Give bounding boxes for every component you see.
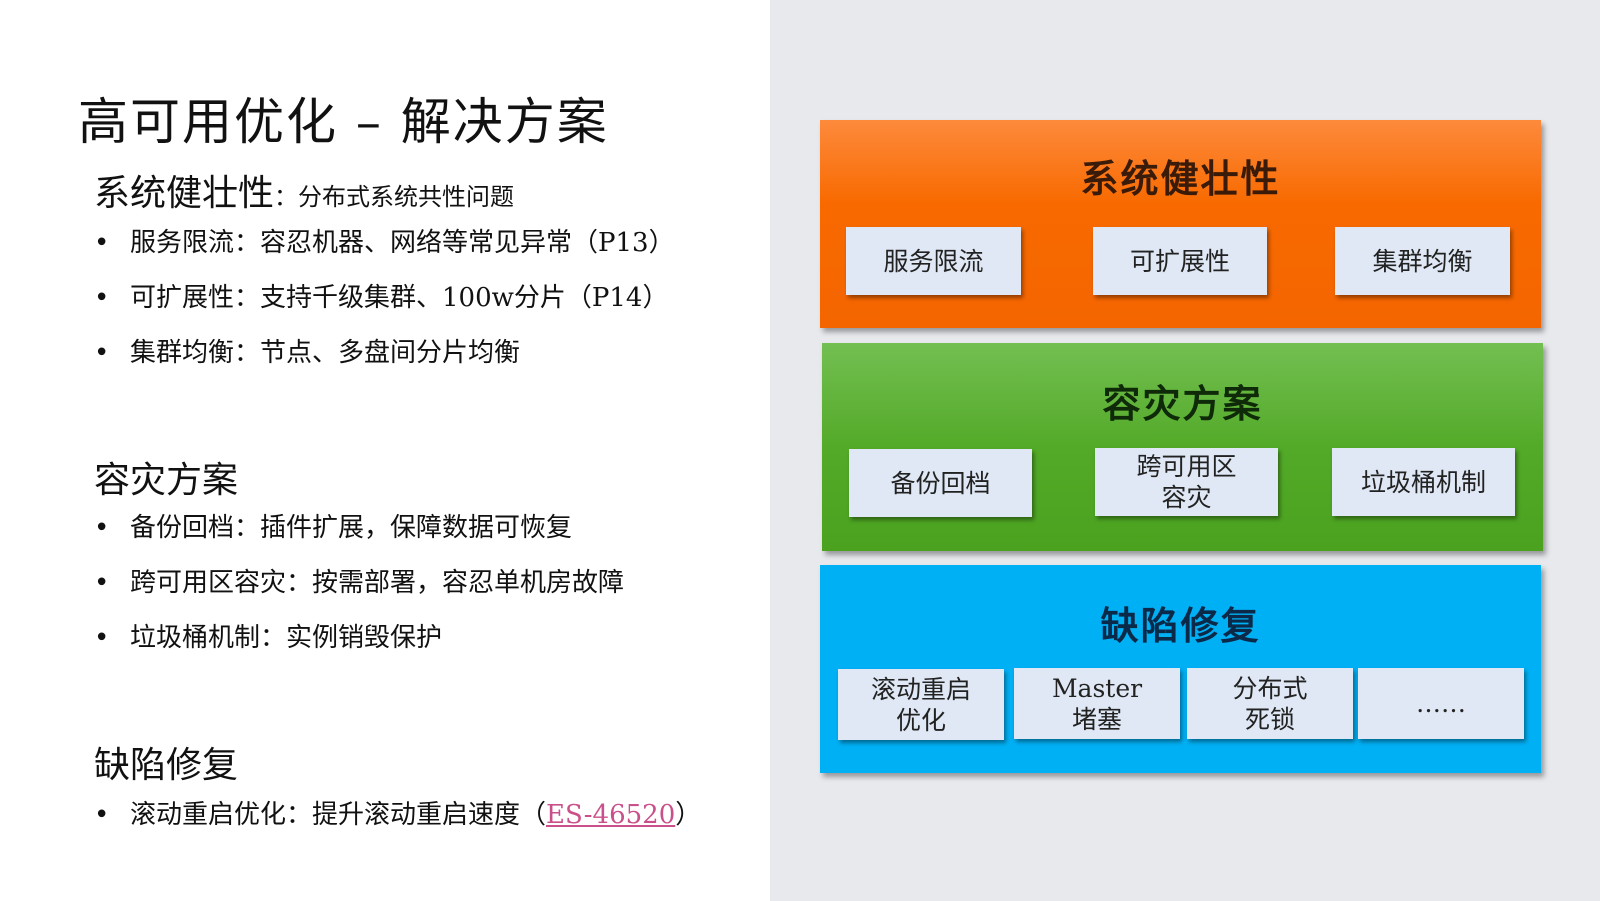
diagram-box: 集群均衡 [1335, 227, 1510, 295]
panel-disaster-recovery: 容灾方案 备份回档 跨可用区 容灾 垃圾桶机制 [822, 343, 1543, 551]
panel-robustness: 系统健壮性 服务限流 可扩展性 集群均衡 [820, 120, 1541, 328]
bullet-item: •垃圾桶机制：实例销毁保护 [94, 623, 443, 653]
bullet-text: 集群均衡：节点、多盘间分片均衡 [130, 338, 521, 368]
bullet-item: •集群均衡：节点、多盘间分片均衡 [94, 338, 521, 368]
panel-title: 缺陷修复 [1100, 603, 1261, 648]
heading-subtitle: ：分布式系统共性问题 [274, 183, 515, 211]
panel-title: 系统健壮性 [1080, 156, 1281, 201]
diagram-box: 滚动重启 优化 [838, 669, 1004, 740]
bullet-text: 跨可用区容灾：按需部署，容忍单机房故障 [130, 568, 625, 598]
bullet-item: •备份回档：插件扩展，保障数据可恢复 [94, 513, 573, 543]
bullet-text: 备份回档：插件扩展，保障数据可恢复 [130, 513, 573, 543]
diagram-box: …… [1358, 668, 1524, 739]
heading-text: 系统健壮性 [94, 173, 275, 214]
bullet-item: •服务限流：容忍机器、网络等常见异常（P13） [94, 228, 675, 258]
diagram-box: 备份回档 [849, 449, 1032, 517]
bullet-text-end: ） [675, 800, 702, 830]
bullet-item: •滚动重启优化：提升滚动重启速度（ES-46520） [94, 800, 702, 830]
bullet-text: 垃圾桶机制：实例销毁保护 [130, 623, 443, 653]
diagram-box: 服务限流 [846, 227, 1021, 295]
diagram-box: 可扩展性 [1093, 227, 1267, 295]
bullet-text: 滚动重启优化：提升滚动重启速度（ [130, 800, 547, 830]
bullet-text: 可扩展性：支持千级集群、100w分片（P14） [130, 283, 669, 313]
bullet-text: 服务限流：容忍机器、网络等常见异常（P13） [130, 228, 675, 258]
section-heading-robustness: 系统健壮性：分布式系统共性问题 [94, 164, 514, 216]
diagram-box: 垃圾桶机制 [1332, 448, 1515, 516]
page-title: 高可用优化 – 解决方案 [78, 93, 609, 151]
panel-title: 容灾方案 [1102, 381, 1263, 426]
bullet-item: •跨可用区容灾：按需部署，容忍单机房故障 [94, 568, 625, 598]
diagram-box: Master 堵塞 [1014, 668, 1180, 739]
section-heading-disaster-recovery: 容灾方案 [94, 460, 239, 501]
diagram-box: 跨可用区 容灾 [1095, 448, 1278, 516]
issue-link[interactable]: ES-46520 [546, 800, 676, 830]
bullet-item: •可扩展性：支持千级集群、100w分片（P14） [94, 283, 669, 313]
panel-bug-fix: 缺陷修复 滚动重启 优化 Master 堵塞 分布式 死锁 …… [820, 565, 1541, 773]
diagram-box: 分布式 死锁 [1187, 668, 1353, 739]
section-heading-bug-fix: 缺陷修复 [94, 745, 239, 786]
